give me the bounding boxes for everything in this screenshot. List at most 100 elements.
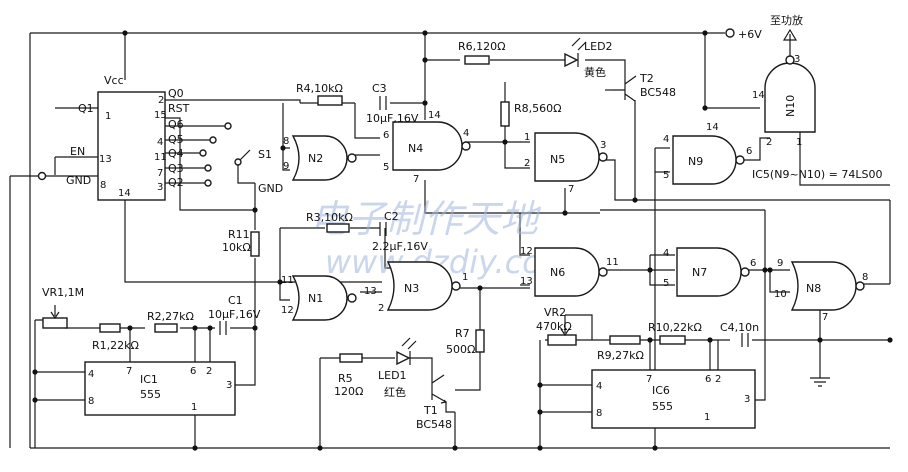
svg-text:2: 2 — [715, 374, 721, 385]
svg-text:500Ω: 500Ω — [446, 343, 475, 356]
gate-n7: N7 4 5 6 — [663, 247, 756, 297]
svg-text:6: 6 — [750, 258, 756, 269]
svg-text:120Ω: 120Ω — [334, 385, 363, 398]
svg-text:5: 5 — [663, 278, 669, 289]
svg-text:LED1: LED1 — [378, 369, 407, 382]
svg-text:4: 4 — [88, 369, 94, 380]
svg-text:10μF,16V: 10μF,16V — [208, 308, 261, 321]
timer-ic1: IC1 555 4 8 7 6 2 3 1 — [84, 361, 236, 416]
svg-text:C2: C2 — [384, 210, 399, 223]
svg-text:3: 3 — [600, 140, 606, 151]
svg-text:8: 8 — [862, 272, 868, 283]
svg-text:GND: GND — [258, 182, 283, 195]
svg-text:1: 1 — [105, 111, 111, 122]
svg-text:7: 7 — [646, 374, 652, 385]
output-label: 至功放 — [770, 13, 803, 27]
svg-text:1: 1 — [524, 132, 530, 143]
supply-terminal — [725, 28, 735, 38]
svg-text:12: 12 — [520, 246, 533, 257]
svg-text:R11: R11 — [228, 228, 250, 241]
svg-text:R6,120Ω: R6,120Ω — [458, 40, 506, 53]
svg-text:R3,10kΩ: R3,10kΩ — [306, 211, 353, 224]
svg-text:N4: N4 — [408, 142, 423, 155]
svg-text:C4,10n: C4,10n — [720, 321, 759, 334]
svg-text:VR1,1M: VR1,1M — [42, 286, 84, 299]
svg-text:BC548: BC548 — [640, 86, 676, 99]
gate-n1: N1 11 12 13 — [281, 275, 377, 321]
selector-switch-s1[interactable]: S1 GND — [199, 122, 283, 195]
svg-text:Q5: Q5 — [168, 133, 184, 146]
svg-text:7: 7 — [413, 174, 419, 185]
svg-text:555: 555 — [652, 400, 673, 413]
svg-text:3: 3 — [744, 394, 750, 405]
svg-text:LED2: LED2 — [584, 40, 613, 53]
svg-text:2.2μF,16V: 2.2μF,16V — [372, 240, 428, 253]
svg-text:3: 3 — [794, 54, 800, 65]
svg-text:5: 5 — [663, 170, 669, 181]
svg-text:RST: RST — [168, 102, 190, 115]
led2: LED2 黄色 — [564, 37, 613, 79]
svg-text:14: 14 — [118, 188, 131, 199]
supply-label: +6V — [738, 28, 762, 41]
svg-text:10μF,16V: 10μF,16V — [366, 112, 419, 125]
svg-text:14: 14 — [752, 90, 765, 101]
svg-text:9: 9 — [283, 161, 289, 172]
ground-icon — [810, 377, 830, 387]
svg-text:14: 14 — [428, 110, 441, 121]
svg-text:1: 1 — [191, 402, 197, 413]
svg-text:IC1: IC1 — [140, 373, 158, 386]
svg-text:Q6: Q6 — [168, 118, 184, 131]
svg-text:2: 2 — [378, 303, 384, 314]
svg-text:红色: 红色 — [384, 385, 406, 399]
svg-text:4: 4 — [663, 248, 669, 259]
svg-text:Q0: Q0 — [168, 87, 184, 100]
gate-note: IC5(N9~N10) = 74LS00 — [752, 168, 883, 181]
svg-text:2: 2 — [206, 366, 212, 377]
en-terminal — [37, 171, 47, 181]
svg-text:10kΩ: 10kΩ — [222, 241, 251, 254]
svg-text:黄色: 黄色 — [584, 65, 606, 79]
svg-text:R2,27kΩ: R2,27kΩ — [147, 310, 194, 323]
svg-text:6: 6 — [190, 366, 196, 377]
svg-text:7: 7 — [822, 312, 828, 323]
watermark-cn: 电子制作天地 — [310, 197, 542, 241]
svg-text:S1: S1 — [258, 148, 272, 161]
svg-text:8: 8 — [283, 136, 289, 147]
svg-text:Vcc: Vcc — [104, 74, 124, 87]
svg-text:N10: N10 — [784, 95, 797, 117]
svg-text:12: 12 — [281, 305, 294, 316]
svg-text:15: 15 — [154, 110, 167, 121]
svg-text:8: 8 — [88, 396, 94, 407]
svg-text:T1: T1 — [423, 404, 438, 417]
timer-ic6: IC6 555 4 8 7 6 2 3 1 — [591, 369, 756, 429]
svg-text:2: 2 — [524, 158, 530, 169]
svg-text:470kΩ: 470kΩ — [536, 320, 572, 333]
svg-text:VR2: VR2 — [544, 306, 566, 319]
transistor-t1: T1 BC548 — [416, 374, 455, 431]
svg-text:EN: EN — [70, 145, 85, 158]
svg-text:Q2: Q2 — [168, 176, 184, 189]
svg-text:N9: N9 — [688, 155, 703, 168]
svg-text:1: 1 — [462, 272, 468, 283]
svg-text:R4,10kΩ: R4,10kΩ — [296, 82, 343, 95]
svg-text:6: 6 — [383, 130, 389, 141]
svg-text:8: 8 — [100, 180, 106, 191]
gate-n2: N2 8 9 — [283, 135, 357, 181]
svg-text:10: 10 — [774, 289, 787, 300]
svg-text:R8,560Ω: R8,560Ω — [514, 102, 562, 115]
svg-text:N1: N1 — [308, 292, 323, 305]
gate-n6: N6 12 13 11 — [520, 246, 619, 297]
svg-text:N3: N3 — [404, 282, 419, 295]
svg-text:4: 4 — [463, 128, 469, 139]
svg-text:13: 13 — [520, 276, 533, 287]
svg-text:R9,27kΩ: R9,27kΩ — [597, 349, 644, 362]
svg-text:4: 4 — [663, 134, 669, 145]
svg-text:14: 14 — [706, 122, 719, 133]
svg-text:T2: T2 — [639, 72, 654, 85]
svg-text:4: 4 — [157, 137, 163, 148]
svg-text:11: 11 — [281, 275, 294, 286]
svg-text:N5: N5 — [550, 153, 565, 166]
svg-text:N6: N6 — [550, 266, 565, 279]
svg-text:1: 1 — [704, 412, 710, 423]
